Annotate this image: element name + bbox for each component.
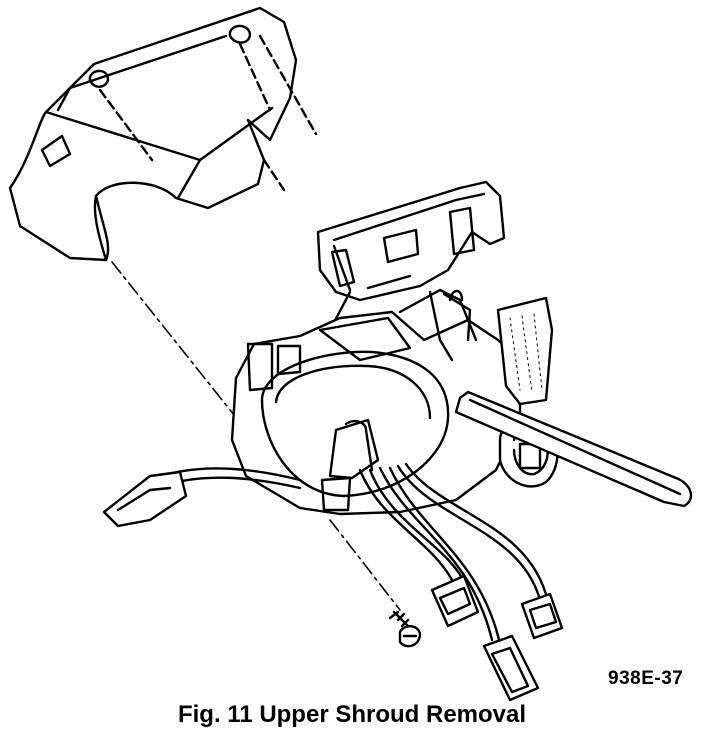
multifunction-lever xyxy=(454,390,693,508)
connector-plug-lower xyxy=(482,634,540,702)
switch-bracket xyxy=(316,180,506,332)
connector-plug-right xyxy=(520,592,564,640)
connector-plug-left xyxy=(430,574,480,628)
exploded-view-illustration xyxy=(8,6,693,702)
upper-shroud xyxy=(8,6,318,262)
diagram-stage: 938E-37 Fig. 11 Upper Shroud Removal xyxy=(8,6,693,728)
figure-caption: Fig. 11 Upper Shroud Removal xyxy=(177,701,527,728)
wiring-harness xyxy=(102,462,550,646)
figure-reference-code: 938E-37 xyxy=(608,668,684,689)
retaining-screw xyxy=(388,610,422,648)
column-switch-housing xyxy=(230,288,559,516)
